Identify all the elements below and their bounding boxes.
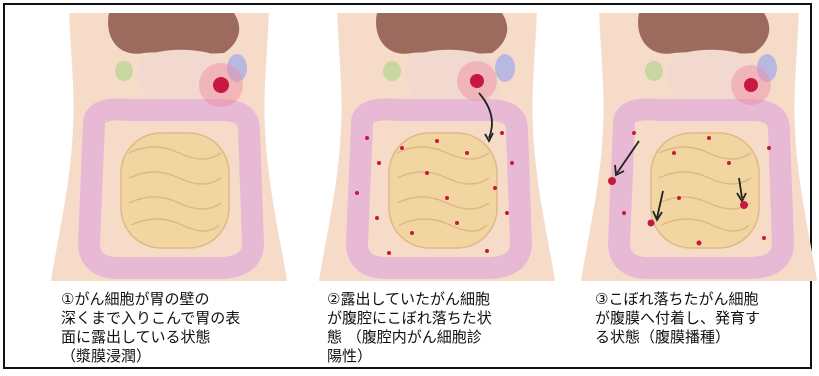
panel-3-illustration	[579, 13, 819, 281]
panel-2-illustration	[317, 13, 557, 281]
tumor-mark	[470, 74, 484, 88]
panel-1-illustration	[49, 13, 289, 281]
tumor-mark	[213, 77, 229, 93]
abdomen-illustration-1	[49, 13, 289, 281]
liver-shape	[108, 13, 239, 54]
small-intestine-shape	[121, 133, 229, 248]
figure-frame: ①がん細胞が胃の壁の 深くまで入りこんで胃の表 面に露出している状態 （漿膜浸潤…	[3, 3, 812, 369]
caption-3: ③こぼれ落ちたがん細胞 が腹膜へ付着し、発育す る状態（腹膜播種）	[595, 290, 810, 347]
caption-2: ②露出していたがん細胞 が腹腔にこぼれ落ちた状 態 （腹腔内がん細胞診 陽性）	[327, 290, 542, 366]
gallbladder-shape	[115, 61, 133, 81]
abdomen-illustration-2	[317, 13, 557, 281]
abdomen-illustration-3	[579, 13, 819, 281]
caption-1: ①がん細胞が胃の壁の 深くまで入りこんで胃の表 面に露出している状態 （漿膜浸潤…	[61, 290, 276, 366]
